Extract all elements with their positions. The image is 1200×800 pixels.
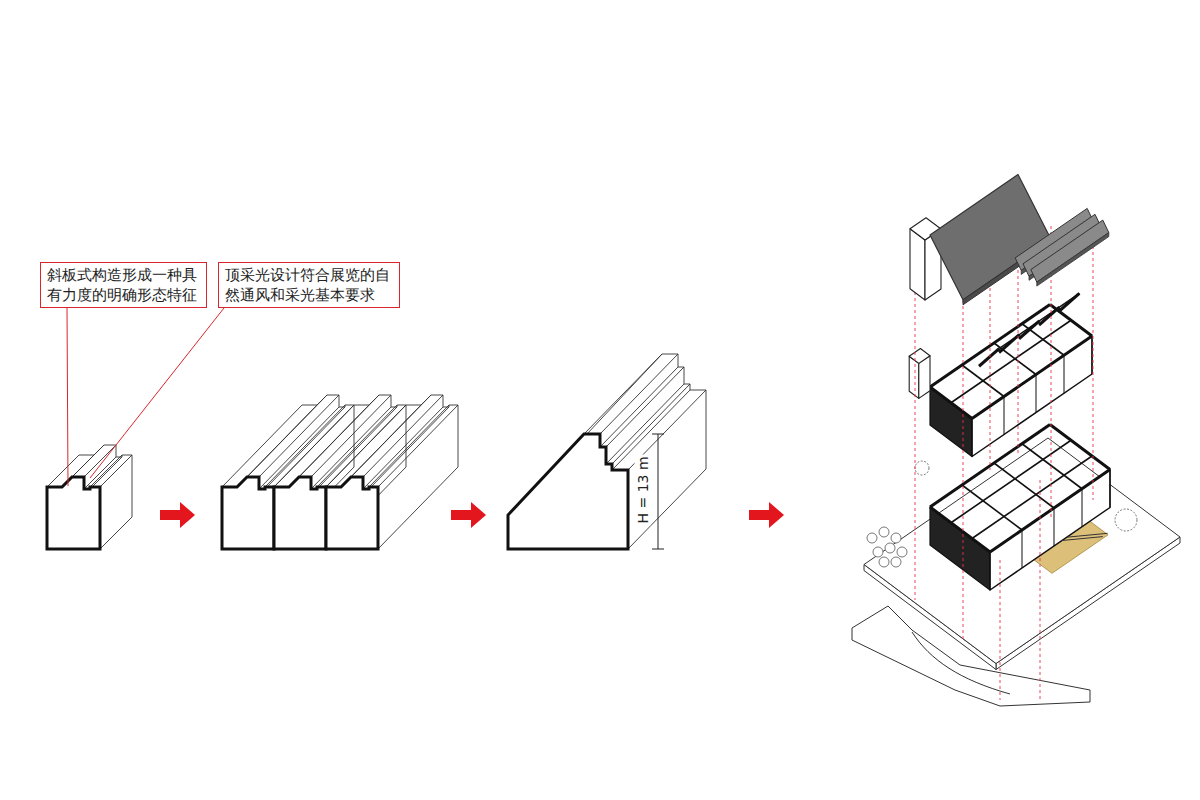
extrusion-edge xyxy=(612,384,690,464)
sloped-section-figure xyxy=(508,354,706,549)
section-profile xyxy=(47,477,100,549)
wall-face-dark xyxy=(930,387,972,457)
extrusion-edge xyxy=(90,457,122,489)
wall-top xyxy=(962,485,1022,530)
section-profile xyxy=(222,477,274,549)
extrusion-edge xyxy=(326,405,406,487)
tree-symbol xyxy=(879,527,889,537)
extrusion-edge xyxy=(84,457,116,489)
extrusion-edge xyxy=(311,395,391,477)
projection-line xyxy=(1093,222,1094,500)
wall-top xyxy=(990,470,1110,553)
section-unit-figure xyxy=(47,445,132,549)
callout-box: 顶采光设计符合展览的自 然通风和采光基本要求 xyxy=(218,262,400,308)
wall-edge xyxy=(1092,336,1093,374)
process-arrow xyxy=(749,502,784,528)
tree-symbol xyxy=(897,547,907,557)
extrusion-edge xyxy=(363,395,443,477)
extrusion-edge xyxy=(612,390,690,470)
block-face xyxy=(909,349,930,364)
skylight-strip-edge xyxy=(1037,233,1109,287)
extrusion-edge xyxy=(369,405,449,487)
extrusion-edge xyxy=(84,445,116,477)
extrusion-edge xyxy=(378,467,458,549)
wall-face xyxy=(990,470,1110,591)
extrusion-edge xyxy=(222,405,302,487)
extrusion-edge xyxy=(326,467,406,549)
wall-edge xyxy=(1082,489,1083,527)
extrusion-edge xyxy=(378,405,458,487)
skylight-strip xyxy=(1031,220,1109,282)
extrusion-edge xyxy=(317,405,397,487)
process-arrow xyxy=(451,502,486,528)
wall-top xyxy=(994,463,1054,508)
extrusion-edge xyxy=(369,407,449,489)
wall-edge xyxy=(1004,397,1005,435)
projection-line xyxy=(1000,560,1001,700)
tree-symbol xyxy=(915,461,929,475)
dimension-tick xyxy=(652,549,664,550)
extrusion-back xyxy=(406,395,458,467)
wall-top xyxy=(1022,444,1082,489)
callout-box: 斜板式构造形成一种具 有力度的明确形态特征 xyxy=(40,262,207,308)
leader-line xyxy=(90,308,224,478)
wall-edge xyxy=(972,419,973,457)
wall-top xyxy=(1050,425,1110,470)
slanted-slab-member xyxy=(999,293,1079,348)
process-arrow xyxy=(160,502,195,528)
leader-line xyxy=(67,308,68,486)
callout-text: 顶采光设计符合展览的自 然通风和采光基本要求 xyxy=(225,265,393,305)
wall-top xyxy=(930,507,990,552)
extrusion-edge xyxy=(90,455,122,487)
extrusion-edge xyxy=(274,405,354,487)
wall-edge xyxy=(1110,470,1111,508)
section-profile xyxy=(326,477,378,549)
extrusion-edge xyxy=(265,405,345,487)
dimension-label: H = 13 m xyxy=(635,454,651,525)
tree-symbol xyxy=(1115,509,1137,531)
extrusion-edge xyxy=(606,367,684,447)
dimension-stroke xyxy=(658,434,659,549)
wall-edge xyxy=(1022,530,1023,568)
wall-face-dark xyxy=(930,507,990,590)
extrusion-edge xyxy=(326,405,406,487)
site-plate xyxy=(864,438,1180,664)
projection-line xyxy=(1040,480,1041,700)
extrusion-edge xyxy=(259,395,339,477)
tree-symbol xyxy=(885,543,895,553)
tree-symbol xyxy=(873,547,883,557)
callout-text: 斜板式构造形成一种具 有力度的明确形态特征 xyxy=(47,265,200,305)
section-profile xyxy=(508,434,628,549)
extrusion-edge xyxy=(363,407,443,489)
dimension-tick xyxy=(652,434,664,435)
block-face xyxy=(910,229,925,300)
extrusion-edge xyxy=(274,405,354,487)
stair-line xyxy=(1067,533,1108,537)
slanted-slab-member xyxy=(979,348,999,366)
extrusion-back xyxy=(302,395,354,467)
dimension-line xyxy=(652,434,664,549)
tree-symbol xyxy=(891,557,901,567)
tree-symbol xyxy=(891,533,901,543)
section-array-figure xyxy=(222,395,458,549)
tree-symbol xyxy=(867,533,877,543)
tree-symbol xyxy=(879,557,889,567)
projection-line xyxy=(915,250,916,600)
exploded-axonometric xyxy=(852,175,1180,707)
extrusion-edge xyxy=(600,354,678,434)
wall-edge xyxy=(1054,508,1055,546)
extrusion-edge xyxy=(100,517,132,549)
wall-edge xyxy=(1036,375,1037,413)
extrusion-back xyxy=(354,395,406,467)
wall-edge xyxy=(1064,355,1065,393)
section-profile xyxy=(274,477,326,549)
projection-line xyxy=(963,300,964,640)
wall-edge xyxy=(990,552,991,590)
